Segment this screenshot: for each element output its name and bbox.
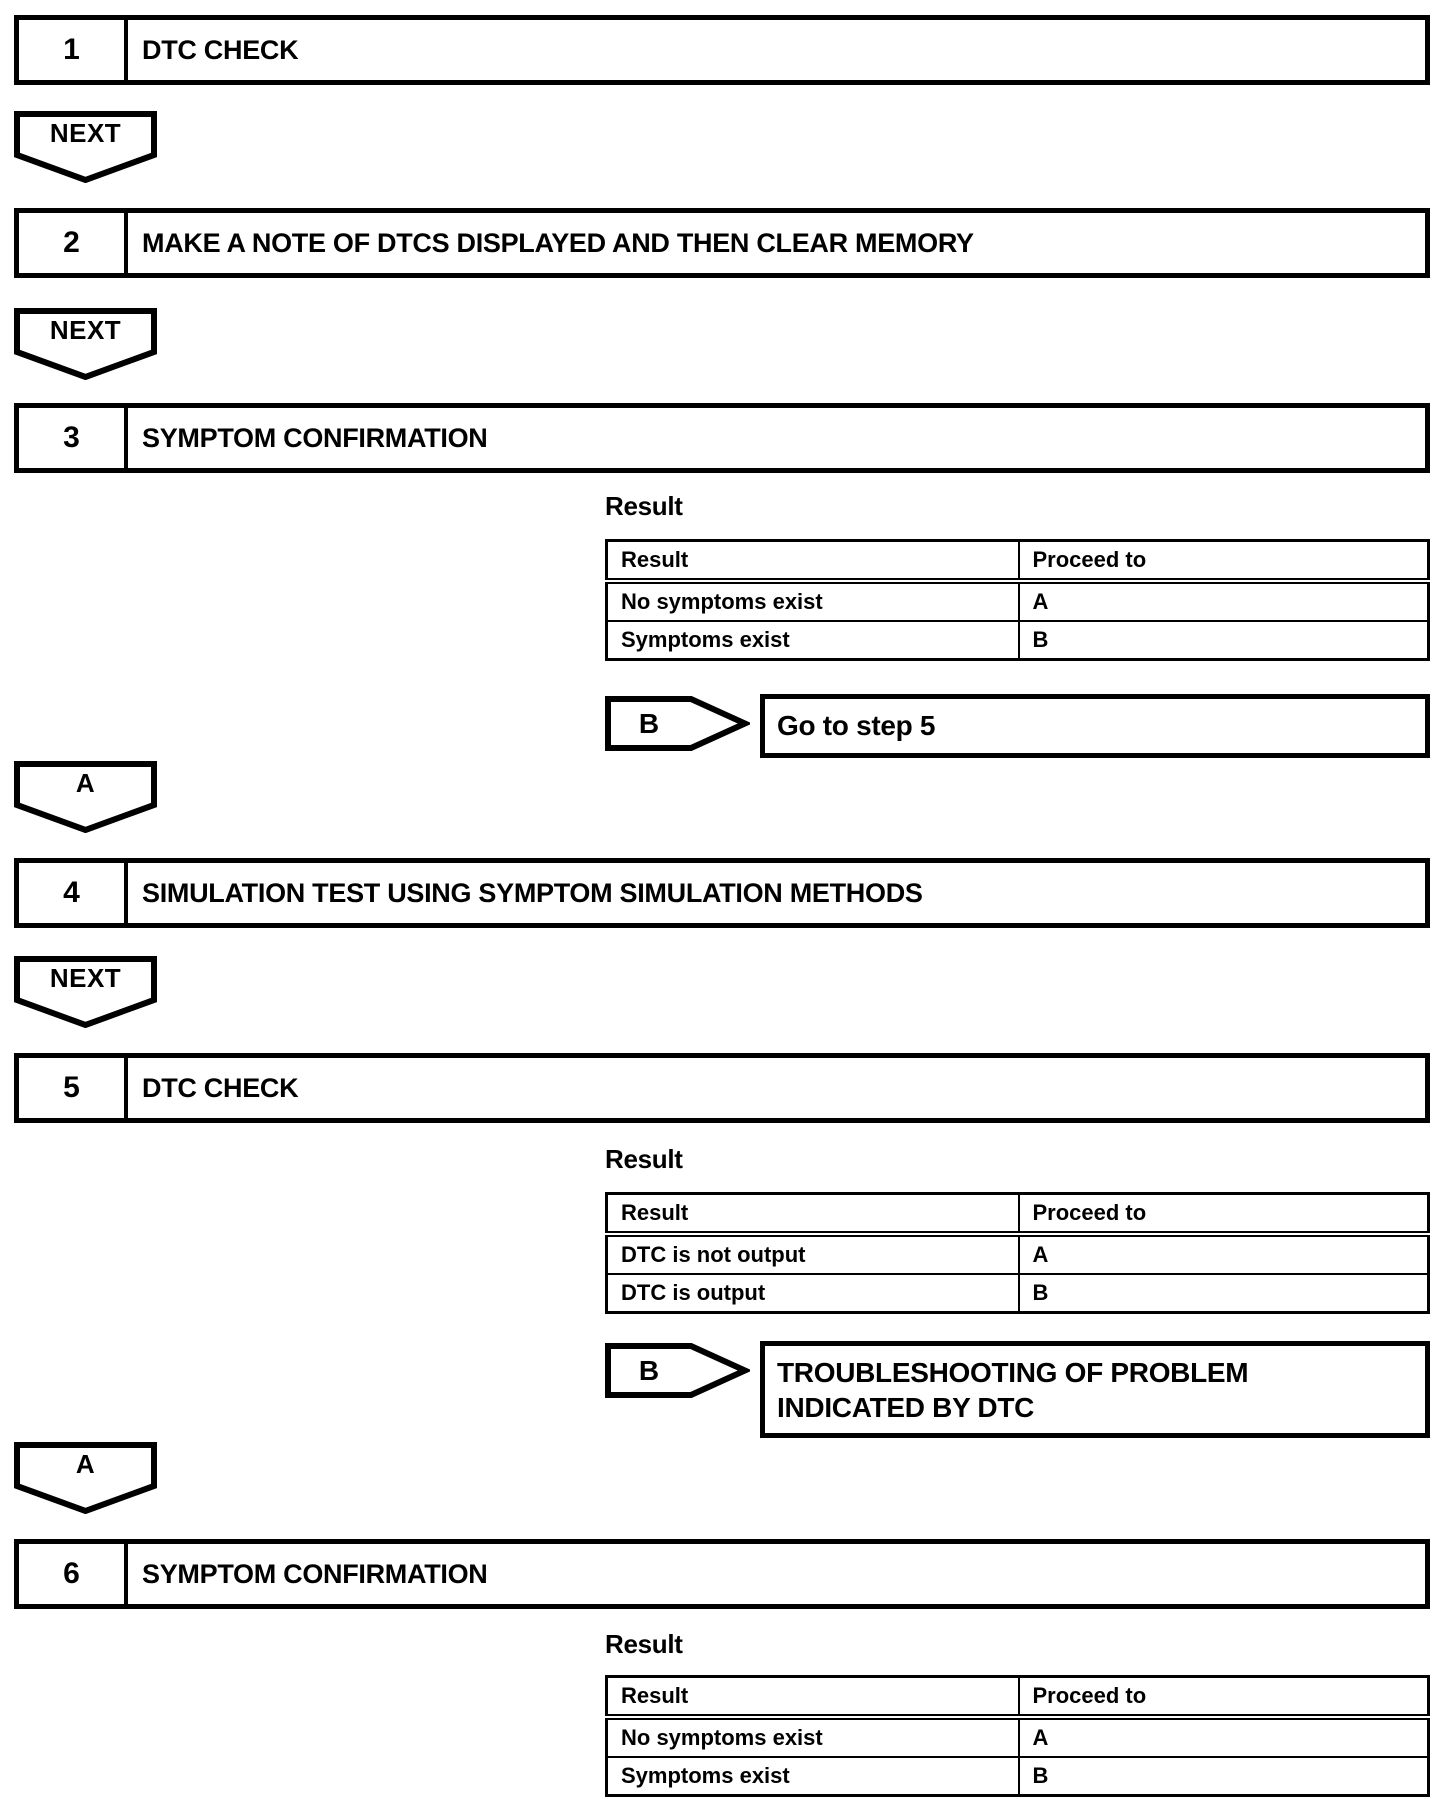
step-number: 3 (19, 408, 128, 468)
branch-target-text: Go to step 5 (777, 710, 936, 741)
result-heading: Result (605, 491, 683, 521)
result-table: Result Proceed to No symptoms exist A Sy… (605, 1675, 1430, 1797)
proceed-cell: A (1017, 1716, 1430, 1758)
col-header-result: Result (605, 539, 1020, 584)
table-row: Symptoms exist B (605, 1756, 1430, 1797)
result-section-2: Result Result Proceed to DTC is not outp… (605, 1144, 1430, 1314)
right-pentagon-icon (605, 696, 750, 751)
next-label: NEXT (49, 962, 122, 993)
step-number: 4 (19, 863, 128, 923)
table-row: No symptoms exist A (605, 1716, 1430, 1758)
down-pentagon-icon (14, 111, 157, 183)
next-label: NEXT (49, 314, 122, 345)
right-pentagon-icon (605, 1343, 750, 1398)
down-pentagon-icon (14, 956, 157, 1028)
branch-a-label: A (75, 1448, 96, 1479)
branch-target-box: Go to step 5 (760, 694, 1430, 758)
table-row: DTC is not output A (605, 1233, 1430, 1275)
branch-target-box: TROUBLESHOOTING OF PROBLEM INDICATED BY … (760, 1341, 1430, 1438)
table-row: No symptoms exist A (605, 580, 1430, 622)
step-box-5: 5 DTC CHECK (14, 1053, 1430, 1123)
result-cell: No symptoms exist (605, 580, 1020, 622)
step-number: 5 (19, 1058, 128, 1118)
step-title: DTC CHECK (142, 34, 299, 65)
branch-b-row-1: B Go to step 5 (605, 694, 1430, 758)
down-pentagon-icon (14, 308, 157, 380)
proceed-cell: B (1017, 620, 1430, 661)
step-box-1: 1 DTC CHECK (14, 15, 1430, 85)
branch-b-connector: B (605, 1343, 750, 1398)
proceed-cell: A (1017, 1233, 1430, 1275)
branch-a-connector: A (14, 761, 157, 833)
table-header-row: Result Proceed to (605, 1192, 1430, 1237)
step-box-6: 6 SYMPTOM CONFIRMATION (14, 1539, 1430, 1609)
table-row: DTC is output B (605, 1273, 1430, 1314)
result-heading: Result (605, 1144, 683, 1174)
next-connector: NEXT (14, 956, 157, 1028)
table-header-row: Result Proceed to (605, 1675, 1430, 1720)
result-heading: Result (605, 1629, 683, 1659)
result-section-3: Result Result Proceed to No symptoms exi… (605, 1629, 1430, 1797)
table-header-row: Result Proceed to (605, 539, 1430, 584)
col-header-result: Result (605, 1675, 1020, 1720)
result-cell: Symptoms exist (605, 1756, 1020, 1797)
result-cell: DTC is output (605, 1273, 1020, 1314)
next-connector: NEXT (14, 308, 157, 380)
branch-target-text: TROUBLESHOOTING OF PROBLEM INDICATED BY … (777, 1356, 1249, 1423)
step-number: 2 (19, 213, 128, 273)
result-cell: DTC is not output (605, 1233, 1020, 1275)
branch-a-connector: A (14, 1442, 157, 1514)
table-row: Symptoms exist B (605, 620, 1430, 661)
col-header-result: Result (605, 1192, 1020, 1237)
branch-b-label: B (638, 707, 660, 739)
step-title: SYMPTOM CONFIRMATION (142, 1558, 488, 1589)
col-header-proceed-to: Proceed to (1017, 539, 1430, 584)
branch-a-label: A (75, 767, 96, 798)
step-title: SYMPTOM CONFIRMATION (142, 422, 488, 453)
proceed-cell: B (1017, 1273, 1430, 1314)
result-cell: No symptoms exist (605, 1716, 1020, 1758)
branch-b-row-2: B TROUBLESHOOTING OF PROBLEM INDICATED B… (605, 1341, 1430, 1438)
step-title: DTC CHECK (142, 1072, 299, 1103)
branch-b-label: B (638, 1354, 660, 1386)
down-pentagon-icon (14, 761, 157, 833)
step-title: MAKE A NOTE OF DTCS DISPLAYED AND THEN C… (142, 227, 974, 258)
step-box-3: 3 SYMPTOM CONFIRMATION (14, 403, 1430, 473)
down-pentagon-icon (14, 1442, 157, 1514)
col-header-proceed-to: Proceed to (1017, 1675, 1430, 1720)
result-cell: Symptoms exist (605, 620, 1020, 661)
flowchart-canvas: 1 DTC CHECK NEXT 2 MAKE A NOTE OF DTCS D… (14, 15, 1430, 1797)
step-number: 1 (19, 20, 128, 80)
step-box-4: 4 SIMULATION TEST USING SYMPTOM SIMULATI… (14, 858, 1430, 928)
next-connector: NEXT (14, 111, 157, 183)
step-title: SIMULATION TEST USING SYMPTOM SIMULATION… (142, 877, 923, 908)
proceed-cell: B (1017, 1756, 1430, 1797)
result-table: Result Proceed to No symptoms exist A Sy… (605, 539, 1430, 661)
step-box-2: 2 MAKE A NOTE OF DTCS DISPLAYED AND THEN… (14, 208, 1430, 278)
col-header-proceed-to: Proceed to (1017, 1192, 1430, 1237)
next-label: NEXT (49, 117, 122, 148)
branch-b-connector: B (605, 696, 750, 751)
proceed-cell: A (1017, 580, 1430, 622)
result-table: Result Proceed to DTC is not output A DT… (605, 1192, 1430, 1314)
result-section-1: Result Result Proceed to No symptoms exi… (605, 491, 1430, 661)
step-number: 6 (19, 1544, 128, 1604)
